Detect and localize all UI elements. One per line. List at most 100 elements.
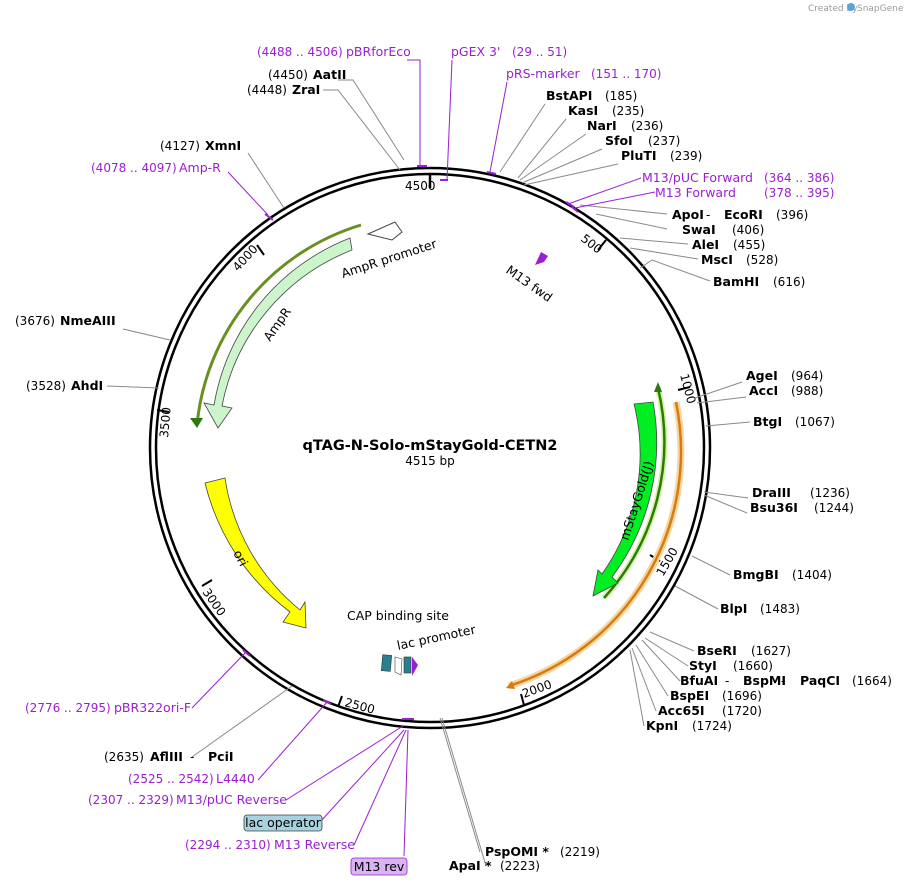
primer-l4440[interactable]: (2525 .. 2542) L4440 xyxy=(128,771,255,786)
svg-text:-: - xyxy=(781,674,785,688)
svg-text:PaqCI: PaqCI xyxy=(800,673,840,688)
m13-fwd-arrow[interactable] xyxy=(535,252,548,265)
primer-m13-forward[interactable]: M13 Forward (378 .. 395) xyxy=(655,185,834,200)
primer-amp-r[interactable]: (4078 .. 4097) Amp-R xyxy=(91,160,221,175)
enzyme-btgi[interactable]: BtgI (1067) xyxy=(753,414,835,429)
m13-rev-box[interactable]: M13 rev xyxy=(350,857,408,876)
enzyme-pluti[interactable]: PluTI (239) xyxy=(621,148,702,163)
ampr-feature[interactable] xyxy=(190,221,403,429)
svg-text:PluTI: PluTI xyxy=(621,148,657,163)
enzyme-styi[interactable]: StyI (1660) xyxy=(689,658,773,673)
svg-text:(3528): (3528) xyxy=(26,379,66,393)
svg-text:BspMI: BspMI xyxy=(743,673,786,688)
enzyme-bamhi[interactable]: BamHI (616) xyxy=(713,274,805,289)
svg-text:(237): (237) xyxy=(648,134,680,148)
svg-text:(2635): (2635) xyxy=(104,750,144,764)
backbone-inner xyxy=(154,172,706,724)
enzyme-blpi[interactable]: BlpI (1483) xyxy=(720,601,800,616)
svg-text:(988): (988) xyxy=(791,384,823,398)
svg-text:NarI: NarI xyxy=(587,118,617,133)
svg-text:AflIII: AflIII xyxy=(150,749,183,764)
lac-elements[interactable] xyxy=(380,654,418,676)
svg-text:(396): (396) xyxy=(776,208,808,222)
enzyme-aatii[interactable]: (4450) AatII xyxy=(268,67,346,82)
enzyme-apai[interactable]: ApaI * (2223) xyxy=(449,858,540,873)
enzyme-draiii[interactable]: DraIII (1236) xyxy=(752,485,850,500)
enzyme-nmeaiii[interactable]: (3676) NmeAIII xyxy=(15,313,116,328)
enzyme-ahdi[interactable]: (3528) AhdI xyxy=(26,378,103,393)
enzyme-nari[interactable]: NarI (236) xyxy=(587,118,663,133)
svg-text:(528): (528) xyxy=(746,253,778,267)
enzyme-acc65i[interactable]: Acc65I (1720) xyxy=(658,703,762,718)
svg-text:(4078 .. 4097): (4078 .. 4097) xyxy=(91,161,177,175)
enzyme-agei[interactable]: AgeI (964) xyxy=(746,368,823,383)
svg-text:(1664): (1664) xyxy=(852,674,892,688)
enzyme-bfuai-bspmi-paqci[interactable]: BfuAI - BspMI - PaqCI (1664) xyxy=(680,673,892,688)
enzyme-bmgbi[interactable]: BmgBI (1404) xyxy=(733,567,832,582)
enzyme-alei[interactable]: AleI (455) xyxy=(692,237,765,252)
enzyme-msci[interactable]: MscI (528) xyxy=(701,252,778,267)
svg-text:BtgI: BtgI xyxy=(753,414,782,429)
credit-text: Created by xyxy=(808,4,858,14)
enzyme-bseri[interactable]: BseRI (1627) xyxy=(697,643,791,658)
svg-text:(239): (239) xyxy=(670,149,702,163)
primer-pbr322ori-f[interactable]: (2776 .. 2795) pBR322ori-F xyxy=(25,700,191,715)
primer-prs-marker[interactable]: pRS-marker (151 .. 170) xyxy=(506,66,661,81)
primer-m13-puc-reverse[interactable]: (2307 .. 2329) M13/pUC Reverse xyxy=(88,792,287,807)
svg-text:pRS-marker: pRS-marker xyxy=(506,66,581,81)
ampr-promoter-label: AmpR promoter xyxy=(339,236,439,281)
svg-text:KpnI: KpnI xyxy=(646,718,678,733)
svg-text:(1404): (1404) xyxy=(792,568,832,582)
svg-text:KasI: KasI xyxy=(568,103,598,118)
svg-text:(364 .. 386): (364 .. 386) xyxy=(764,171,834,185)
ori-feature[interactable] xyxy=(204,477,307,629)
lac-promoter-label: lac promoter xyxy=(396,621,478,652)
primer-pbrforeco[interactable]: (4488 .. 4506) pBRforEco xyxy=(257,44,411,59)
ori-label: ori xyxy=(230,547,251,568)
tick-3500: 3500 xyxy=(157,407,174,439)
svg-text:BlpI: BlpI xyxy=(720,601,747,616)
svg-text:(1244): (1244) xyxy=(814,501,854,515)
enzyme-xmni[interactable]: (4127) XmnI xyxy=(160,138,241,153)
enzyme-apoi-ecori[interactable]: ApoI - EcoRI (396) xyxy=(672,207,808,222)
enzyme-kpni[interactable]: KpnI (1724) xyxy=(646,718,732,733)
svg-text:(1696): (1696) xyxy=(722,689,762,703)
svg-text:(4450): (4450) xyxy=(268,68,308,82)
svg-text:(2294 .. 2310): (2294 .. 2310) xyxy=(185,838,271,852)
svg-text:ApaI *: ApaI * xyxy=(449,858,492,873)
enzyme-bsu36i[interactable]: Bsu36I (1244) xyxy=(750,500,854,515)
svg-text:M13 Forward: M13 Forward xyxy=(655,185,736,200)
enzyme-zrai[interactable]: (4448) ZraI xyxy=(247,82,320,97)
lac-operator-box[interactable]: lac operator xyxy=(243,814,323,832)
svg-text:pBRforEco: pBRforEco xyxy=(346,44,411,59)
enzyme-pspomi[interactable]: PspOMI * (2219) xyxy=(485,844,600,859)
enzyme-afliii-pcii[interactable]: (2635) AflIII - PciI xyxy=(104,749,234,764)
svg-text:DraIII: DraIII xyxy=(752,485,791,500)
primer-m13-puc-forward[interactable]: M13/pUC Forward (364 .. 386) xyxy=(642,170,834,185)
svg-text:BstAPI: BstAPI xyxy=(546,88,592,103)
enzyme-kasi[interactable]: KasI (235) xyxy=(568,103,644,118)
enzyme-bstapi[interactable]: BstAPI (185) xyxy=(546,88,637,103)
mstaygold-feature[interactable] xyxy=(506,382,685,690)
svg-text:(406): (406) xyxy=(732,223,764,237)
enzyme-swai[interactable]: SwaI (406) xyxy=(682,222,764,237)
svg-text:Bsu36I: Bsu36I xyxy=(750,500,798,515)
primer-m13-reverse[interactable]: (2294 .. 2310) M13 Reverse xyxy=(185,837,355,852)
enzyme-bspei[interactable]: BspEI (1696) xyxy=(670,688,762,703)
svg-text:(2219): (2219) xyxy=(560,845,600,859)
svg-text:Acc65I: Acc65I xyxy=(658,703,705,718)
svg-text:-: - xyxy=(725,674,729,688)
svg-text:(4127): (4127) xyxy=(160,139,200,153)
svg-text:(1627): (1627) xyxy=(751,644,791,658)
enzyme-sfoi[interactable]: SfoI (237) xyxy=(605,133,680,148)
svg-text:BseRI: BseRI xyxy=(697,643,737,658)
lac-operator-label: lac operator xyxy=(245,815,322,830)
svg-text:NmeAIII: NmeAIII xyxy=(60,313,116,328)
svg-text:SwaI: SwaI xyxy=(682,222,716,237)
enzyme-acci[interactable]: AccI (988) xyxy=(749,383,823,398)
enzyme-leaders xyxy=(106,79,751,867)
svg-text:(1720): (1720) xyxy=(722,704,762,718)
primer-pgex3[interactable]: pGEX 3' (29 .. 51) xyxy=(451,44,567,59)
svg-text:-: - xyxy=(190,750,194,764)
